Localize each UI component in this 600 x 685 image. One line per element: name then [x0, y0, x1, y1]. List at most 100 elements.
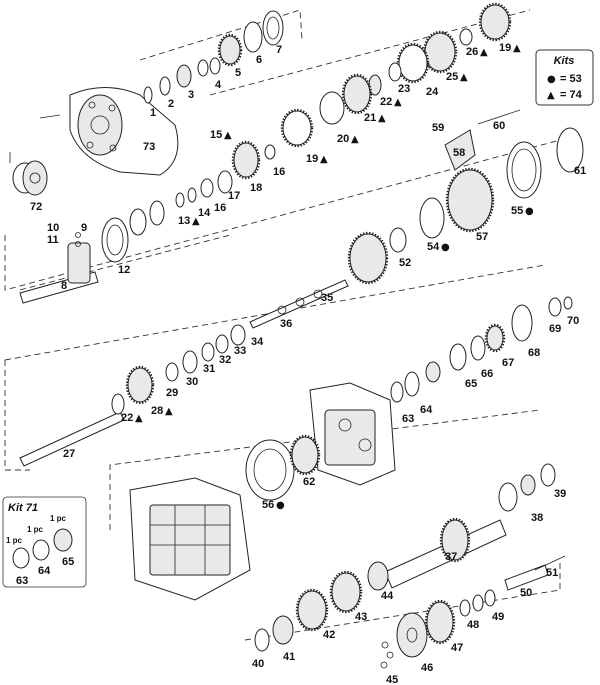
part-label-54: 54	[427, 241, 440, 253]
part-label-15-mark: ▲	[224, 130, 232, 141]
part-label-38: 38	[531, 512, 543, 524]
part-label-31: 31	[203, 363, 215, 375]
part-label-70: 70	[567, 315, 579, 327]
part-label-15: 15	[210, 129, 222, 141]
part-label-54-mark: ●	[441, 242, 450, 253]
part-label-40: 40	[252, 658, 264, 670]
kits-triangle-symbol: ▲	[547, 90, 555, 101]
main-shaft-row	[19, 296, 573, 467]
part-label-68: 68	[528, 347, 540, 359]
intermediate-housing	[245, 382, 396, 501]
part-label-34: 34	[251, 336, 264, 348]
part-label-32: 32	[219, 354, 231, 366]
kits-legend: Kits ● = 53 ▲ = 74	[535, 49, 594, 106]
part-label-3: 3	[188, 89, 194, 101]
part-label-13: 13	[178, 215, 190, 227]
main-case	[129, 477, 251, 601]
part-label-45: 45	[386, 674, 398, 685]
synchro-assembly-row	[347, 109, 584, 285]
part-label-19b-mark: ▲	[513, 43, 521, 54]
part-label-14: 14	[198, 207, 211, 219]
part-label-19a: 19	[306, 153, 318, 165]
upper-gear-row	[280, 2, 512, 148]
part-label-61: 61	[574, 165, 586, 177]
part-label-25-mark: ▲	[460, 72, 468, 83]
part-label-22a-mark: ▲	[394, 97, 402, 108]
part-label-8: 8	[61, 280, 67, 292]
part-label-10: 10	[47, 222, 59, 234]
part-label-39: 39	[554, 488, 566, 500]
bottom-gear-row	[254, 561, 496, 669]
part-label-51: 51	[546, 567, 558, 579]
kit71-qty-63: 1 pc	[6, 536, 23, 545]
part-label-57: 57	[476, 231, 488, 243]
assembly-axes	[4, 9, 561, 641]
part-label-16a: 16	[214, 202, 226, 214]
part-label-12: 12	[118, 264, 130, 276]
part-label-18: 18	[250, 182, 262, 194]
part-label-17: 17	[228, 190, 240, 202]
input-flange-72	[9, 152, 48, 196]
part-label-47: 47	[451, 642, 463, 654]
part-label-11: 11	[47, 234, 59, 246]
kit71-parts	[2, 496, 87, 588]
kit71-qty-65: 1 pc	[50, 514, 67, 523]
part-label-50: 50	[520, 587, 532, 599]
part-label-20-mark: ▲	[351, 134, 359, 145]
part-label-22a: 22	[380, 96, 392, 108]
part-label-28-mark: ▲	[165, 406, 173, 417]
part-label-63: 63	[402, 413, 414, 425]
part-label-52: 52	[399, 257, 411, 269]
kits-title: Kits	[554, 55, 575, 67]
kit71-part-63: 63	[16, 575, 28, 587]
shift-rod-35-36	[249, 279, 349, 329]
part-label-62: 62	[303, 476, 315, 488]
part-label-28: 28	[151, 405, 163, 417]
part-label-19b: 19	[499, 42, 511, 54]
part-label-69: 69	[549, 323, 561, 335]
part-label-55: 55	[511, 205, 523, 217]
countershaft-row	[384, 463, 566, 591]
part-label-4: 4	[215, 79, 222, 91]
kits-triangle-value: = 74	[560, 89, 583, 101]
part-label-65: 65	[465, 378, 477, 390]
part-label-23: 23	[398, 83, 410, 95]
part-label-73: 73	[143, 141, 155, 153]
kit71-title: Kit 71	[8, 502, 38, 514]
kit71-labels: Kit 71 1 pc 1 pc 1 pc 63 64 65	[6, 502, 74, 587]
kits-dot-value: = 53	[560, 73, 582, 85]
kit71-qty-64: 1 pc	[27, 525, 44, 534]
part-label-21-mark: ▲	[378, 113, 386, 124]
part-label-26: 26	[466, 46, 478, 58]
part-label-13-mark: ▲	[192, 216, 200, 227]
rear-housing-73	[39, 87, 179, 176]
part-label-2: 2	[168, 98, 174, 110]
input-shaft-row	[19, 140, 276, 304]
part-label-44: 44	[381, 590, 394, 602]
part-label-49: 49	[492, 611, 504, 623]
part-label-29: 29	[166, 387, 178, 399]
part-label-22b-mark: ▲	[135, 413, 143, 424]
part-label-43: 43	[355, 611, 367, 623]
part-label-66: 66	[481, 368, 493, 380]
part-label-58: 58	[453, 147, 465, 159]
part-label-48: 48	[467, 619, 479, 631]
part-label-56-mark: ●	[276, 500, 285, 511]
kit71-part-64: 64	[38, 565, 51, 577]
part-label-24: 24	[426, 86, 439, 98]
part-label-64: 64	[420, 404, 433, 416]
part-label-16b: 16	[273, 166, 285, 178]
part-label-60: 60	[493, 120, 505, 132]
part-label-35: 35	[321, 292, 333, 304]
part-label-42: 42	[323, 629, 335, 641]
part-label-26-mark: ▲	[480, 47, 488, 58]
part-label-59: 59	[432, 122, 444, 134]
part-label-72: 72	[30, 201, 42, 213]
part-label-27: 27	[63, 448, 75, 460]
part-label-25: 25	[446, 71, 458, 83]
part-label-37: 37	[445, 551, 457, 563]
part-label-6: 6	[256, 54, 262, 66]
part-label-33: 33	[234, 345, 246, 357]
part-label-56: 56	[262, 499, 274, 511]
